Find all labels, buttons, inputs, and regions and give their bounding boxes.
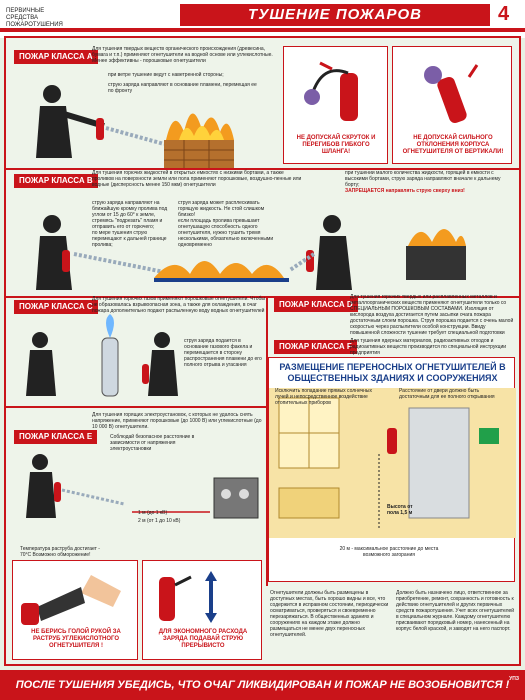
flame-icon: [154, 261, 284, 278]
door-icon: [408, 407, 470, 519]
hand-icon: [81, 575, 121, 607]
class-b-bullet-2: по мере тушения струю перемещают к дальн…: [92, 230, 167, 248]
class-e-distance-2: 2 м (от 1 до 10 кВ): [138, 518, 181, 524]
class-c-label: ПОЖАР КЛАССА С: [14, 300, 98, 314]
placement-distance-label: 20 м - максимальное расстояние до места …: [339, 546, 439, 558]
divider: [6, 406, 266, 408]
placement-note-left: Исключить попадание прямых солнечных луч…: [275, 388, 373, 406]
class-a-text: Для тушения твердых веществ органическог…: [92, 46, 273, 64]
divider-vertical: [266, 296, 268, 586]
class-a-bullet-2: струю заряда направляют в основание плам…: [108, 82, 257, 94]
tilted-extinguisher-illustration: [424, 64, 479, 124]
firefighter-icon: [142, 332, 178, 396]
warning-hose-caption: НЕ ДОПУСКАЙ СКРУТОК И ПЕРЕГИБОВ ГИБКОГО …: [296, 135, 376, 155]
gas-fire-illustration: [26, 314, 178, 397]
class-a-bullet-1: при ветре тушение ведут с наветренной ст…: [108, 72, 224, 78]
radiator-icon: [278, 487, 340, 519]
room-interior-illustration: [269, 388, 516, 538]
firefighter-icon: [36, 215, 72, 290]
exit-sign-icon: [479, 428, 499, 444]
placement-height-label: Высота от пола 1,5 м: [387, 504, 413, 516]
class-e-label: ПОЖАР КЛАССА Е: [14, 430, 98, 444]
class-b-text: Для тушения горючих жидкостей в открытых…: [92, 170, 302, 188]
class-d-label: ПОЖАР КЛАССА D: [274, 298, 358, 312]
class-b-warning: ЗАПРЕЩАЕТСЯ направлять струю сверху вниз…: [345, 188, 465, 194]
electrical-panel-icon: [213, 477, 259, 519]
header-subtitle: ПЕРВИЧНЫЕ СРЕДСТВА ПОЖАРОТУШЕНИЯ: [6, 8, 63, 28]
header-rule: [0, 28, 525, 32]
extinguisher-icon: [387, 428, 397, 454]
gas-flame-icon: [106, 314, 114, 338]
class-b-bullet-3: струя заряда может расплескивать горящую…: [178, 200, 265, 218]
warning-pulse-box: ДЛЯ ЭКОНОМНОГО РАСХОДА ЗАРЯДА ПОДАВАЙ СТ…: [142, 560, 262, 660]
placement-rules-right: Должно быть назначено лицо, ответственно…: [396, 590, 515, 632]
class-c-text: Для тушения горючих газов применяют поро…: [92, 296, 265, 314]
class-b-bullet-1: струю заряда направляют на ближайшую кро…: [92, 200, 168, 230]
page-number: 4: [498, 3, 510, 25]
divider: [6, 296, 519, 298]
warning-hose-box: НЕ ДОПУСКАЙ СКРУТОК И ПЕРЕГИБОВ ГИБКОГО …: [283, 46, 388, 164]
class-e-distance-1: 1 м (до 1 кВ): [138, 510, 168, 516]
liquid-fire-illustration: [36, 215, 466, 290]
class-f-text: Для тушения ядерных материалов, радиоакт…: [350, 338, 507, 356]
horn-icon: [37, 587, 85, 621]
footer-text: ПОСЛЕ ТУШЕНИЯ УБЕДИСЬ, ЧТО ОЧАГ ЛИКВИДИР…: [15, 679, 510, 691]
class-e-temp-note: Температура раструба достигает - 70°С Во…: [20, 546, 100, 558]
class-b-bullet-5: при тушении малого количества жидкости, …: [345, 170, 501, 188]
placement-note-right: Расстояние от двери должно быть достаточ…: [399, 388, 495, 400]
class-c-bullet: струя заряда подается в основание газово…: [184, 338, 262, 368]
extinguisher-hose-illustration: [304, 61, 358, 121]
pulsed-spray-illustration: [159, 571, 217, 623]
placement-rules-left: Огнетушители должны быть размещены в дос…: [270, 590, 389, 638]
placement-title: РАЗМЕЩЕНИЕ ПЕРЕНОСНЫХ ОГНЕТУШИТЕЛЕЙ В ОБ…: [279, 362, 506, 383]
placement-panel: РАЗМЕЩЕНИЕ ПЕРЕНОСНЫХ ОГНЕТУШИТЕЛЕЙ В ОБ…: [268, 357, 516, 582]
page-title: ТУШЕНИЕ ПОЖАРОВ ОГНЕТУШИТЕЛЯМИ: [180, 4, 490, 45]
class-a-label: ПОЖАР КЛАССА А: [14, 50, 98, 64]
class-f-label: ПОЖАР КЛАССА F: [274, 340, 357, 354]
firefighter-icon: [36, 85, 105, 158]
electrical-fire-illustration: [26, 454, 259, 519]
class-d-text: Для тушения горючих твердых или расплавл…: [350, 294, 514, 336]
header: ПЕРВИЧНЫЕ СРЕДСТВА ПОЖАРОТУШЕНИЯ ТУШЕНИЕ…: [0, 0, 525, 45]
firefighter-icon: [26, 454, 61, 518]
co2-horn-illustration: [21, 575, 121, 625]
warning-horn-caption: НЕ БЕРИСЬ ГОЛОЙ РУКОЙ ЗА РАСТРУБ УГЛЕКИС…: [31, 629, 121, 649]
footer-banner: ПОСЛЕ ТУШЕНИЯ УБЕДИСЬ, ЧТО ОЧАГ ЛИКВИДИР…: [0, 670, 525, 700]
class-e-distance-note: Соблюдай безопасное расстояние в зависим…: [110, 434, 195, 452]
divider: [6, 168, 519, 170]
warning-tilt-caption: НЕ ДОПУСКАЙ СИЛЬНОГО ОТКЛОНЕНИЯ КОРПУСА …: [402, 135, 504, 155]
warning-tilt-box: НЕ ДОПУСКАЙ СИЛЬНОГО ОТКЛОНЕНИЯ КОРПУСА …: [392, 46, 512, 164]
spray-stream: [105, 126, 165, 146]
warning-horn-box: НЕ БЕРИСЬ ГОЛОЙ РУКОЙ ЗА РАСТРУБ УГЛЕКИС…: [12, 560, 138, 660]
tank-fire-icon: [406, 229, 466, 280]
firefighter-wood-fire-illustration: [36, 85, 234, 168]
class-b-label: ПОЖАР КЛАССА В: [14, 174, 98, 188]
warning-pulse-caption: ДЛЯ ЭКОНОМНОГО РАСХОДА ЗАРЯДА ПОДАВАЙ СТ…: [158, 629, 248, 649]
footer-code: УПЗ: [509, 676, 519, 682]
class-e-text: Для тушения горящих электроустановок, с …: [92, 412, 262, 430]
firefighter-icon: [26, 332, 56, 396]
class-b-bullet-4: если площадь пролива превышает огнетушащ…: [178, 218, 274, 248]
gas-cylinder-icon: [101, 337, 119, 397]
wood-pile: [164, 140, 234, 168]
